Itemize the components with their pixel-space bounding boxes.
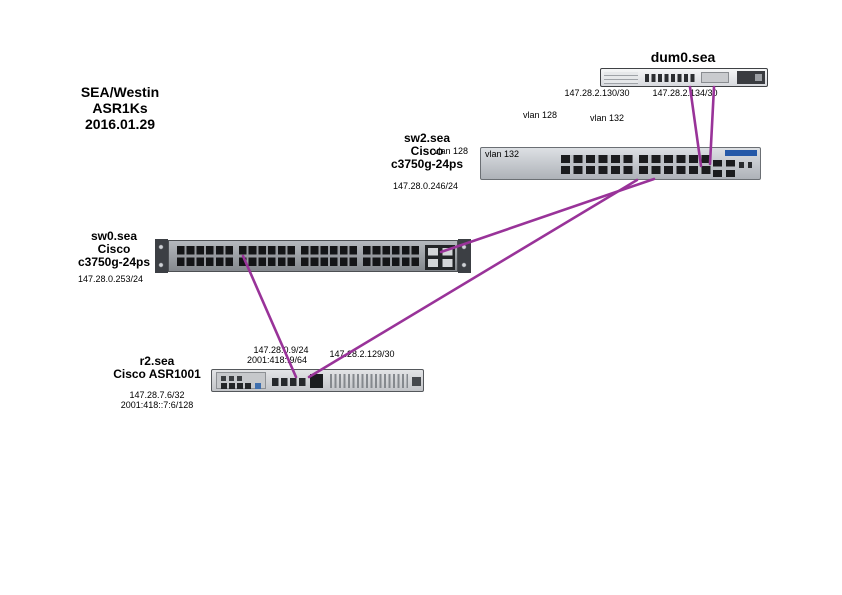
- r2-led-row: [221, 376, 242, 381]
- sw2-name: sw2.sea: [403, 131, 451, 145]
- device-label-r2: r2.sea Cisco ASR1001: [98, 355, 216, 381]
- sw0-name: sw0.sea: [90, 229, 138, 243]
- device-r2-chassis: [211, 369, 424, 392]
- sw2-port-group-1: [561, 155, 633, 174]
- r2-console-port: [255, 383, 261, 389]
- sw0-sfp-module: [425, 245, 455, 270]
- r2-ip-v4: 147.28.7.6/32: [129, 390, 185, 400]
- link-sw2-r2: [307, 178, 639, 379]
- vlan-label-132-sw2: vlan 132: [484, 149, 520, 159]
- r2-module-slot: [310, 374, 323, 388]
- r2-vent-grille: [330, 374, 408, 388]
- r2-lan-ip-v4: 147.28.0.9/24: [253, 345, 309, 355]
- vlan-label-132-top: vlan 132: [589, 113, 625, 123]
- r2-ip-v6: 2001:418::7:6/128: [120, 400, 194, 410]
- sw0-vendor: Cisco: [97, 242, 131, 256]
- sw0-port-group-3: [301, 246, 357, 266]
- sw0-port-group-2: [239, 246, 295, 266]
- sw2-model: c3750g-24ps: [390, 157, 464, 171]
- diagram-title: SEA/Westin ASR1Ks 2016.01.29: [45, 84, 195, 132]
- sw0-port-group-1: [177, 246, 233, 266]
- r2-p2p-ip: 147.28.2.129/30: [329, 349, 395, 359]
- sw2-ip: 147.28.0.246/24: [392, 181, 459, 191]
- rack-ear-left: [155, 239, 168, 273]
- sw2-sfp-ports: [713, 160, 735, 177]
- title-line-3: 2016.01.29: [84, 116, 156, 132]
- device-label-sw2: sw2.sea Cisco c3750g-24ps: [368, 132, 486, 171]
- device-dum0-chassis: [600, 68, 768, 87]
- cisco-logo-badge: [725, 150, 757, 156]
- device-name-dum0: dum0.sea: [650, 49, 716, 65]
- sw2-port-group-2: [639, 155, 711, 174]
- r2-sfp-ports: [272, 378, 306, 386]
- sw0-faceplate: [168, 240, 458, 272]
- dum0-module: [701, 72, 729, 83]
- title-line-2: ASR1Ks: [92, 100, 148, 116]
- rack-ear-right: [458, 239, 471, 273]
- sw2-vendor: Cisco: [410, 144, 444, 158]
- sw0-ip: 147.28.0.253/24: [77, 274, 144, 284]
- dum0-ip-left: 147.28.2.130/30: [564, 88, 630, 98]
- r2-loopback-ips: 147.28.7.6/32 2001:418::7:6/128: [96, 390, 218, 410]
- sw0-sfp-ports: [428, 248, 453, 267]
- vlan-label-128-top: vlan 128: [522, 110, 558, 120]
- r2-model: Cisco ASR1001: [113, 367, 201, 381]
- dum0-power-module: [737, 71, 765, 84]
- dum0-port-row: [645, 74, 695, 82]
- r2-name: r2.sea: [139, 354, 175, 368]
- sw0-model: c3750g-24ps: [77, 255, 151, 269]
- r2-mgmt-ports: [221, 383, 251, 389]
- r2-power-port: [412, 377, 421, 386]
- dum0-ip-right: 147.28.2.134/30: [652, 88, 718, 98]
- title-line-1: SEA/Westin: [80, 84, 160, 100]
- r2-mgmt-module: [216, 372, 266, 389]
- sw2-uplink-ports: [739, 162, 752, 168]
- dum0-faceplate-label-strip: [604, 72, 638, 84]
- device-label-sw0: sw0.sea Cisco c3750g-24ps: [55, 230, 173, 269]
- r2-lan-ip-v6: 2001:418::9/64: [246, 355, 308, 365]
- device-sw0-chassis: [155, 239, 471, 273]
- sw0-port-group-4: [363, 246, 419, 266]
- vlan-label-128-sw2: vlan 128: [433, 146, 469, 156]
